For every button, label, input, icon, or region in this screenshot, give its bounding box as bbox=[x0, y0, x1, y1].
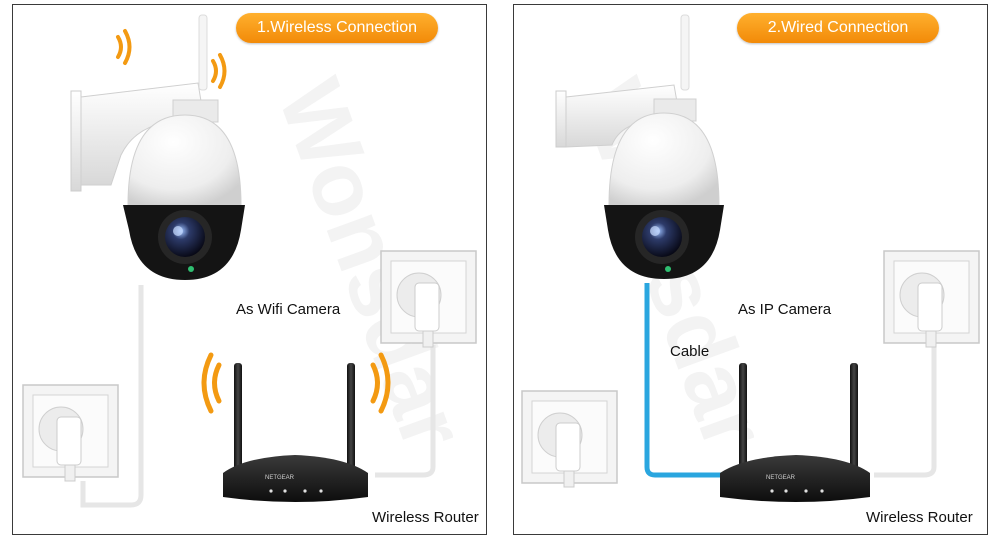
wired-connection-title: 2.Wired Connection bbox=[737, 13, 939, 43]
wall-outlet-icon bbox=[23, 385, 118, 481]
wall-outlet-icon bbox=[884, 251, 979, 347]
router-brand-label: NETGEAR bbox=[265, 475, 295, 481]
wireless-router-icon: NETGEAR bbox=[223, 363, 368, 502]
router-brand-label: NETGEAR bbox=[766, 475, 796, 481]
router-label: Wireless Router bbox=[372, 509, 479, 526]
wifi-camera-caption: As Wifi Camera bbox=[236, 301, 340, 318]
router-label: Wireless Router bbox=[866, 509, 973, 526]
wall-outlet-icon bbox=[522, 391, 617, 487]
wireless-connection-title: 1.Wireless Connection bbox=[236, 13, 438, 43]
wired-connection-panel: Wonsdar bbox=[513, 4, 988, 535]
router-power-cable bbox=[874, 345, 934, 475]
wireless-connection-panel: Wonsdar bbox=[12, 4, 487, 535]
wireless-illustration: Wonsdar bbox=[13, 5, 487, 535]
ip-camera-caption: As IP Camera bbox=[738, 301, 831, 318]
wifi-signal-icon bbox=[118, 31, 225, 87]
wireless-router-icon: NETGEAR bbox=[720, 363, 870, 502]
wired-illustration: Wonsdar bbox=[514, 5, 988, 535]
wall-outlet-icon bbox=[381, 251, 476, 347]
cable-label: Cable bbox=[670, 343, 709, 360]
